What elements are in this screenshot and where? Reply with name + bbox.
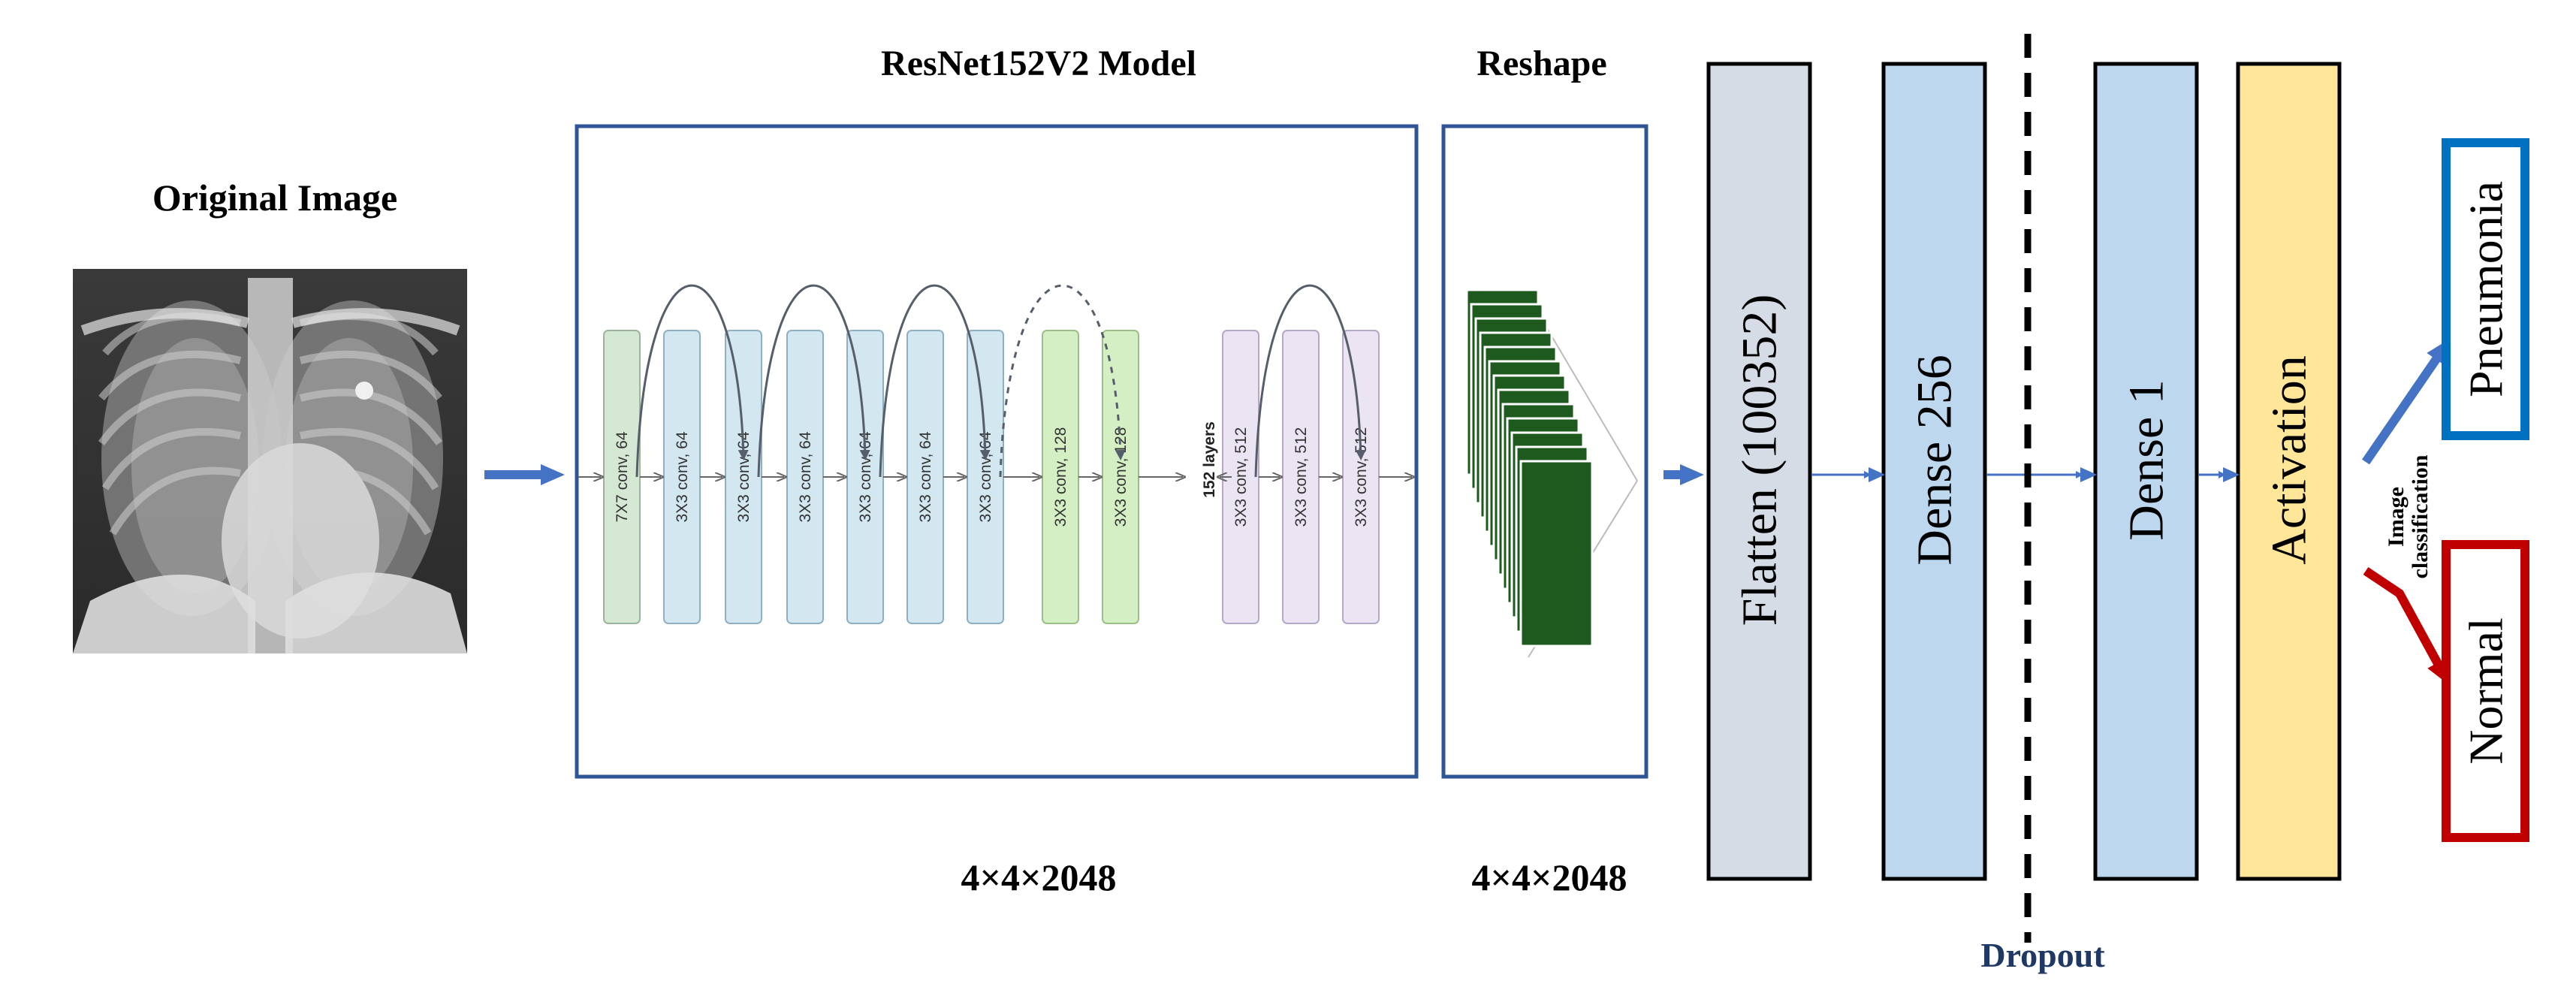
resnet-layer-block: 3X3 conv, 64 <box>725 330 762 624</box>
resnet-layer-block: 3X3 conv, 64 <box>906 330 944 624</box>
resnet-layer-block: 7X7 conv, 64 <box>603 330 641 624</box>
dropout-label: Dropout <box>1980 936 2105 974</box>
image-classification-label-1: Image <box>2384 487 2409 547</box>
feature-map-slice <box>1519 460 1594 647</box>
output-class-box: Normal <box>2442 540 2529 842</box>
chest-xray-image <box>73 269 467 653</box>
output-class-box: Pneumonia <box>2442 138 2529 440</box>
arrow-to-normal <box>2363 567 2450 686</box>
original-image-title: Original Image <box>152 177 397 219</box>
resnet-layer-label: 3X3 conv, 64 <box>674 431 691 522</box>
dense-block-label: Dense 256 <box>1908 355 1962 565</box>
resnet-layers: 7X7 conv, 64 3X3 conv, 64 3X3 conv, 64 3X3 … <box>578 284 1412 624</box>
output-class-label: Normal <box>2460 617 2513 765</box>
dense-block: Dense 256 <box>1881 62 1987 881</box>
resnet-layer-label: 3X3 conv, 64 <box>917 431 934 522</box>
resnet-layer-label: 7X7 conv, 64 <box>614 431 631 522</box>
resnet-layer-block: 3X3 conv, 64 <box>846 330 884 624</box>
reshape-shape-label: 4×4×2048 <box>1472 856 1627 898</box>
dense-block-label: Dense 1 <box>2119 379 2174 540</box>
model-title: ResNet152V2 Model <box>881 44 1196 83</box>
reshape-title: Reshape <box>1477 44 1606 83</box>
resnet-layer-block: 3X3 conv, 64 <box>967 330 1004 624</box>
resnet-layer-block: 3X3 conv, 512 <box>1222 330 1259 624</box>
resnet-layer-label: 3X3 conv, 512 <box>1232 427 1250 527</box>
resnet-layer-block: 3X3 conv, 128 <box>1102 330 1139 624</box>
resnet-frame <box>575 124 1419 779</box>
skip-connection-arc <box>757 284 870 478</box>
reshape-frame <box>1441 124 1648 779</box>
resnet-layer-block: 3X3 conv, 128 <box>1042 330 1079 624</box>
resnet-layer-block: 3X3 conv, 64 <box>786 330 824 624</box>
resnet-layer-label: 3X3 conv, 64 <box>797 431 814 522</box>
skip-connection-arc <box>879 284 991 478</box>
skip-connection-arc <box>635 284 749 478</box>
arrow-to-pneumonia <box>2362 338 2451 465</box>
dense-block: Activation <box>2236 62 2342 881</box>
skip-connection-arc <box>999 284 1126 478</box>
resnet-gap-label: 152 layers <box>1201 421 1218 498</box>
image-classification-label-2: classification <box>2408 454 2433 578</box>
resnet-layer-block: 3X3 conv, 512 <box>1282 330 1320 624</box>
feature-map-stack <box>1465 288 1638 658</box>
resnet-layer-label: 3X3 conv, 128 <box>1052 427 1069 527</box>
output-class-label: Pneumonia <box>2460 181 2513 397</box>
dense-block: Flatten (100352) <box>1706 62 1812 881</box>
model-shape-label: 4×4×2048 <box>961 856 1117 898</box>
dense-block-label: Activation <box>2262 355 2317 565</box>
dense-block: Dense 1 <box>2093 62 2199 881</box>
dense-block-label: Flatten (100352) <box>1733 294 1787 626</box>
skip-connection-arc <box>1254 284 1366 478</box>
resnet-layer-block: 3X3 conv, 512 <box>1342 330 1380 624</box>
resnet-layer-block: 3X3 conv, 64 <box>663 330 701 624</box>
resnet-layer-label: 3X3 conv, 512 <box>1293 427 1310 527</box>
dense-blocks: Flatten (100352) Dense 256 Dense 1 Activati… <box>1706 62 2342 881</box>
